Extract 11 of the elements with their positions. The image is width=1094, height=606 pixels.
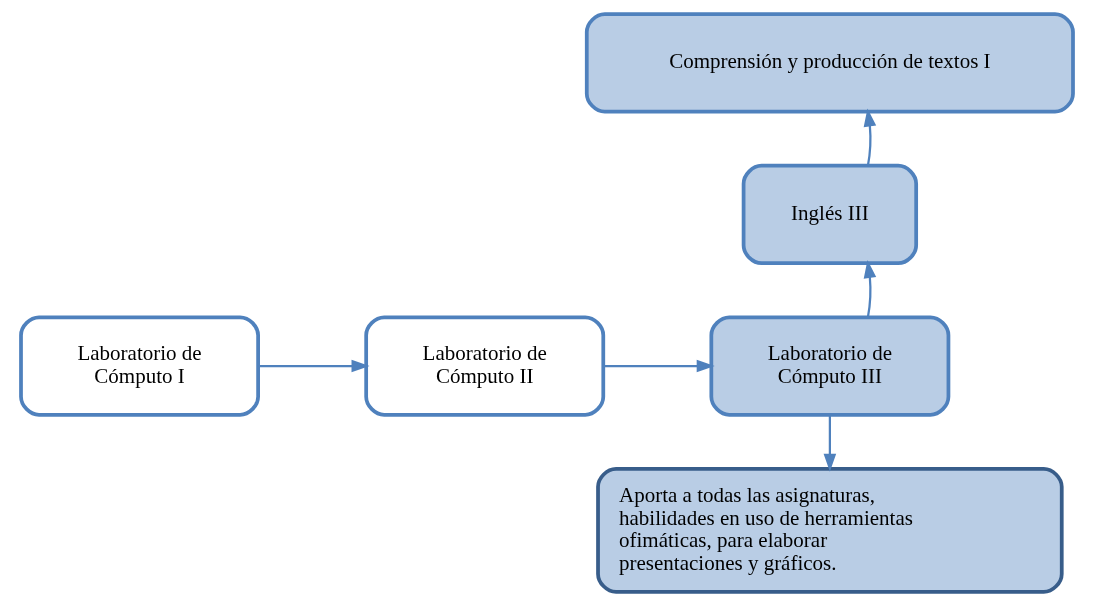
arrow [863, 260, 877, 318]
arrow [823, 415, 837, 472]
node-box: Laboratorio de Cómputo II [364, 315, 606, 417]
node-box: Laboratorio de Cómputo I [19, 315, 260, 417]
node-box: Comprensión y producción de textos I [584, 12, 1075, 114]
node-box: Inglés III [741, 163, 919, 266]
node-box: Aporta a todas las asignaturas, habilidades en uso de herramientas ofimáticas, para elaborar presentaciones y gráficos. [596, 466, 1064, 594]
arrow [603, 359, 715, 373]
node-box: Laboratorio de Cómputo III [709, 315, 951, 417]
arrow [863, 108, 877, 166]
arrow [258, 359, 370, 373]
